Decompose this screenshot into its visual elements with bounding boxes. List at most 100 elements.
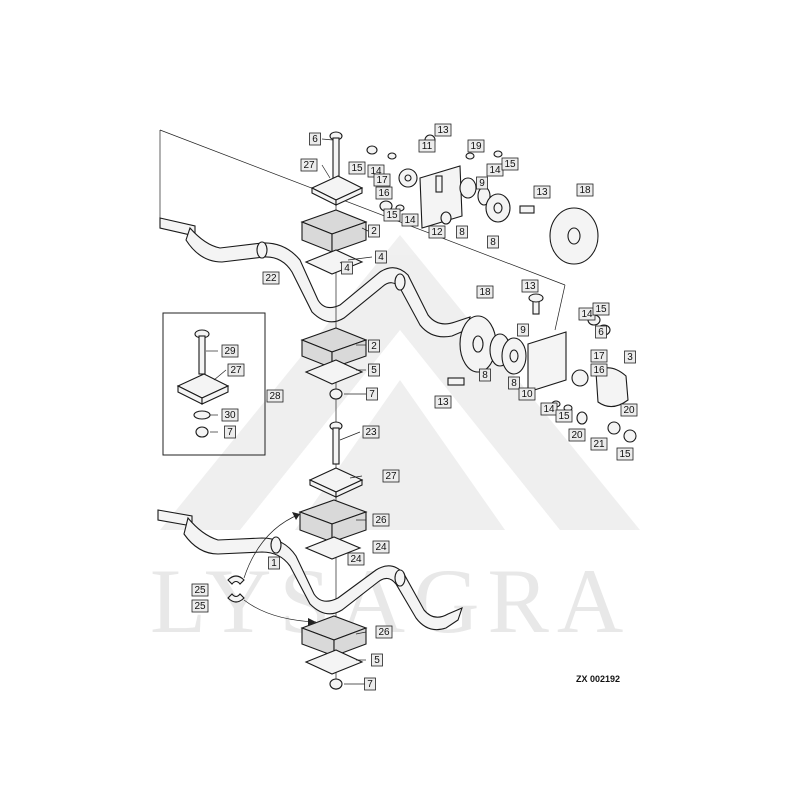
- callout-box: [375, 250, 387, 264]
- callout-c21: 21: [590, 437, 608, 451]
- callout-box: [368, 339, 380, 353]
- callout-number: 5: [371, 365, 377, 376]
- callout-number: 16: [378, 188, 390, 199]
- callout-number: 10: [521, 389, 533, 400]
- callout-number: 7: [227, 427, 233, 438]
- callout-c15f: 15: [616, 447, 634, 461]
- callout-box: [221, 344, 239, 358]
- callout-box: [595, 325, 607, 339]
- callout-box: [348, 161, 366, 175]
- callout-number: 8: [482, 370, 488, 381]
- callout-number: 15: [595, 304, 607, 315]
- pulley: [549, 207, 599, 265]
- guide-line: [554, 284, 566, 331]
- callout-c22: 22: [262, 271, 280, 285]
- callout-c8b: 8: [487, 235, 499, 249]
- callout-number: 24: [375, 542, 387, 553]
- callout-box: [590, 349, 608, 363]
- wood-block: [298, 499, 368, 543]
- washer: [193, 410, 211, 420]
- callout-box: [227, 363, 245, 377]
- callout-c15e: 15: [555, 409, 573, 423]
- lower-bracket-assembly: [447, 293, 637, 443]
- leader-lines: [206, 138, 373, 685]
- callout-c27c: 27: [382, 469, 400, 483]
- callout-number: 23: [365, 427, 377, 438]
- callout-box: [372, 513, 390, 527]
- callout-c14e: 14: [540, 402, 558, 416]
- callout-c12: 12: [428, 225, 446, 239]
- drawing-code: ZX 002192: [576, 674, 620, 684]
- nut: [195, 426, 209, 438]
- callout-number: 29: [224, 346, 236, 357]
- callout-number: 12: [431, 227, 443, 238]
- callout-c23: 23: [362, 425, 380, 439]
- callout-box: [487, 235, 499, 249]
- callout-number: 8: [511, 378, 517, 389]
- callout-c16a: 16: [375, 186, 393, 200]
- callout-c15c: 15: [383, 208, 401, 222]
- callout-c13b: 13: [533, 185, 551, 199]
- callout-c8c: 8: [479, 368, 491, 382]
- arrow-head: [292, 512, 300, 520]
- callout-number: 19: [470, 141, 482, 152]
- callout-box: [476, 176, 488, 190]
- callout-box: [362, 425, 380, 439]
- callout-number: 21: [593, 439, 605, 450]
- callout-c14b: 14: [486, 163, 504, 177]
- callout-number: 14: [581, 309, 593, 320]
- callout-box: [517, 323, 529, 337]
- callout-number: 11: [422, 141, 433, 152]
- watermark: LYSAGRA: [150, 235, 640, 652]
- callout-c6b: 6: [595, 325, 607, 339]
- clip: [227, 575, 245, 585]
- callout-c5a: 5: [368, 363, 380, 377]
- callout-box: [479, 368, 491, 382]
- callout-box: [428, 225, 446, 239]
- callout-box: [372, 540, 390, 554]
- callout-c2a: 2: [368, 224, 380, 238]
- callout-number: 27: [385, 471, 397, 482]
- callout-number: 2: [371, 226, 377, 237]
- callout-c30: 30: [221, 408, 239, 422]
- upper-bracket-assembly: [366, 134, 535, 229]
- callout-c14c: 14: [401, 213, 419, 227]
- callout-box: [382, 469, 400, 483]
- callout-c19: 19: [467, 139, 485, 153]
- callout-box: [366, 387, 378, 401]
- callout-box: [341, 261, 353, 275]
- callout-box: [191, 599, 209, 613]
- callout-c15a: 15: [348, 161, 366, 175]
- inset-plate: [201, 385, 229, 405]
- callout-c18b: 18: [476, 285, 494, 299]
- callout-number: 8: [459, 227, 465, 238]
- callout-box: [555, 409, 573, 423]
- arrow: [243, 513, 301, 579]
- inset-box: [162, 312, 266, 456]
- callout-box: [268, 556, 280, 570]
- callout-box: [540, 402, 558, 416]
- callout-box: [467, 139, 485, 153]
- callout-number: 9: [520, 325, 526, 336]
- callout-c29: 29: [221, 344, 239, 358]
- callout-c7a: 7: [366, 387, 378, 401]
- callout-c11: 11: [418, 139, 436, 153]
- callout-box: [590, 437, 608, 451]
- callout-c4a: 4: [341, 261, 353, 275]
- callout-number: 15: [351, 163, 363, 174]
- callout-c25a: 25: [191, 583, 209, 597]
- callout-box: [592, 302, 610, 316]
- callout-number: 17: [593, 351, 605, 362]
- nut: [329, 678, 343, 690]
- clamp-plate: [304, 649, 364, 675]
- callout-number: 14: [543, 404, 555, 415]
- clamp-plate: [304, 249, 364, 275]
- callout-box: [518, 387, 536, 401]
- callout-c7c: 7: [364, 677, 376, 691]
- callout-c17a: 17: [373, 173, 391, 187]
- callout-number: 13: [437, 397, 449, 408]
- arrow: [243, 599, 317, 623]
